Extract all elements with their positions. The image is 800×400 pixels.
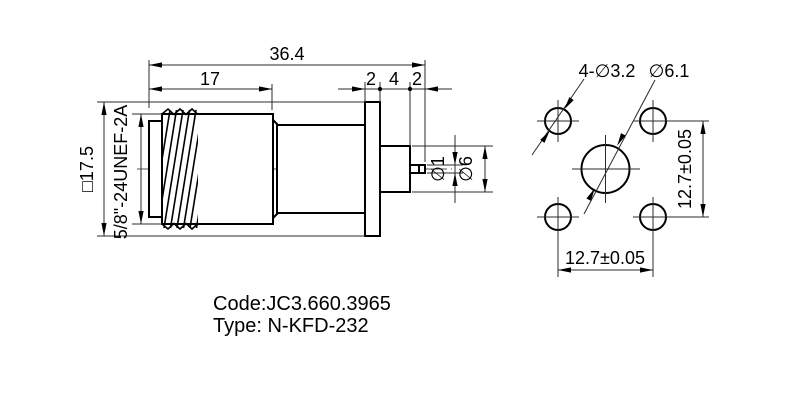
thread-crest-bottom: [161, 222, 199, 231]
arrowhead: [452, 173, 458, 186]
arrowhead: [149, 62, 162, 68]
dim-label-flange-thickness: 2: [366, 69, 376, 89]
arrowhead: [425, 86, 438, 92]
side-view: 36.4 17 2 4 2 □17.5: [77, 44, 493, 239]
arrowhead: [482, 146, 488, 159]
note-code: Code:JC3.660.3965: [213, 293, 391, 315]
dim-label-flange-square: □17.5: [77, 146, 97, 192]
dim-label-rear-length: 4: [389, 69, 399, 89]
dim-label-pin-diameter: ∅1: [428, 156, 448, 182]
dim-label-hole-spacing-horizontal: 12.7±0.05: [565, 248, 645, 268]
arrowhead: [640, 267, 653, 273]
arrowhead: [540, 130, 550, 143]
dim-label-nut-length: 17: [200, 69, 220, 89]
dim-hole-spacing-vertical: 12.7±0.05: [675, 121, 706, 217]
dim-dot: [377, 86, 383, 92]
dim-label-thread-spec: 5/8"-24UNEF-2A: [111, 105, 131, 239]
arrowhead: [564, 97, 574, 110]
dim-dot: [407, 86, 413, 92]
front-view: 4-∅3.2 ∅6.1 12.7±0.05 12.7±0.05: [531, 61, 709, 277]
thread-crest-top: [161, 107, 199, 116]
arrowhead: [617, 133, 626, 146]
dim-label-hole-spacing-vertical: 12.7±0.05: [675, 129, 695, 209]
centermarks: [537, 100, 709, 277]
dim-nut-length: 17: [149, 69, 272, 92]
dim-chain-2-4-2: 2 4 2: [338, 69, 452, 92]
arrowhead: [259, 86, 272, 92]
thread-hatch: [161, 107, 199, 231]
arrowhead: [558, 267, 571, 273]
extension-lines: [97, 60, 493, 237]
main-body: [276, 124, 366, 214]
arrowhead: [700, 204, 706, 217]
dim-label-insulator-diameter: ∅6: [456, 156, 476, 182]
front-rim: [148, 120, 163, 218]
arrowhead: [149, 86, 162, 92]
arrowhead: [700, 121, 706, 134]
leader-center-hole: ∅6.1: [583, 61, 690, 215]
center-pin: [409, 164, 426, 174]
connector-outline: [137, 101, 452, 237]
arrowhead: [352, 86, 365, 92]
coupling-nut: [161, 113, 274, 225]
dim-pin-diameter: ∅1: [428, 135, 458, 203]
leader-mount-holes: 4-∅3.2: [531, 61, 636, 156]
notes: Code:JC3.660.3965 Type: N-KFD-232: [213, 293, 391, 337]
arrowhead: [138, 211, 144, 224]
dim-insulator-diameter: ∅6: [456, 146, 488, 192]
dim-hole-spacing-horizontal: 12.7±0.05: [558, 248, 653, 273]
dim-total-length: 36.4: [149, 44, 425, 68]
rear-insulator: [379, 145, 411, 193]
arrowhead: [412, 62, 425, 68]
arrowhead: [586, 188, 595, 201]
arrowhead: [101, 223, 107, 236]
dim-thread-spec: 5/8"-24UNEF-2A: [111, 105, 144, 239]
mounting-flange: [364, 101, 381, 237]
arrowhead: [101, 102, 107, 115]
note-type: Type: N-KFD-232: [213, 315, 369, 337]
arrowhead: [452, 152, 458, 165]
dim-label-mount-holes: 4-∅3.2: [579, 61, 636, 81]
thread-lines: [161, 109, 198, 229]
dim-label-total-length: 36.4: [269, 44, 304, 64]
arrowhead: [482, 179, 488, 192]
arrowhead: [138, 114, 144, 127]
dim-label-pin-length: 2: [412, 69, 422, 89]
dim-flange-square: □17.5: [77, 102, 107, 236]
dim-label-center-hole: ∅6.1: [649, 61, 690, 81]
